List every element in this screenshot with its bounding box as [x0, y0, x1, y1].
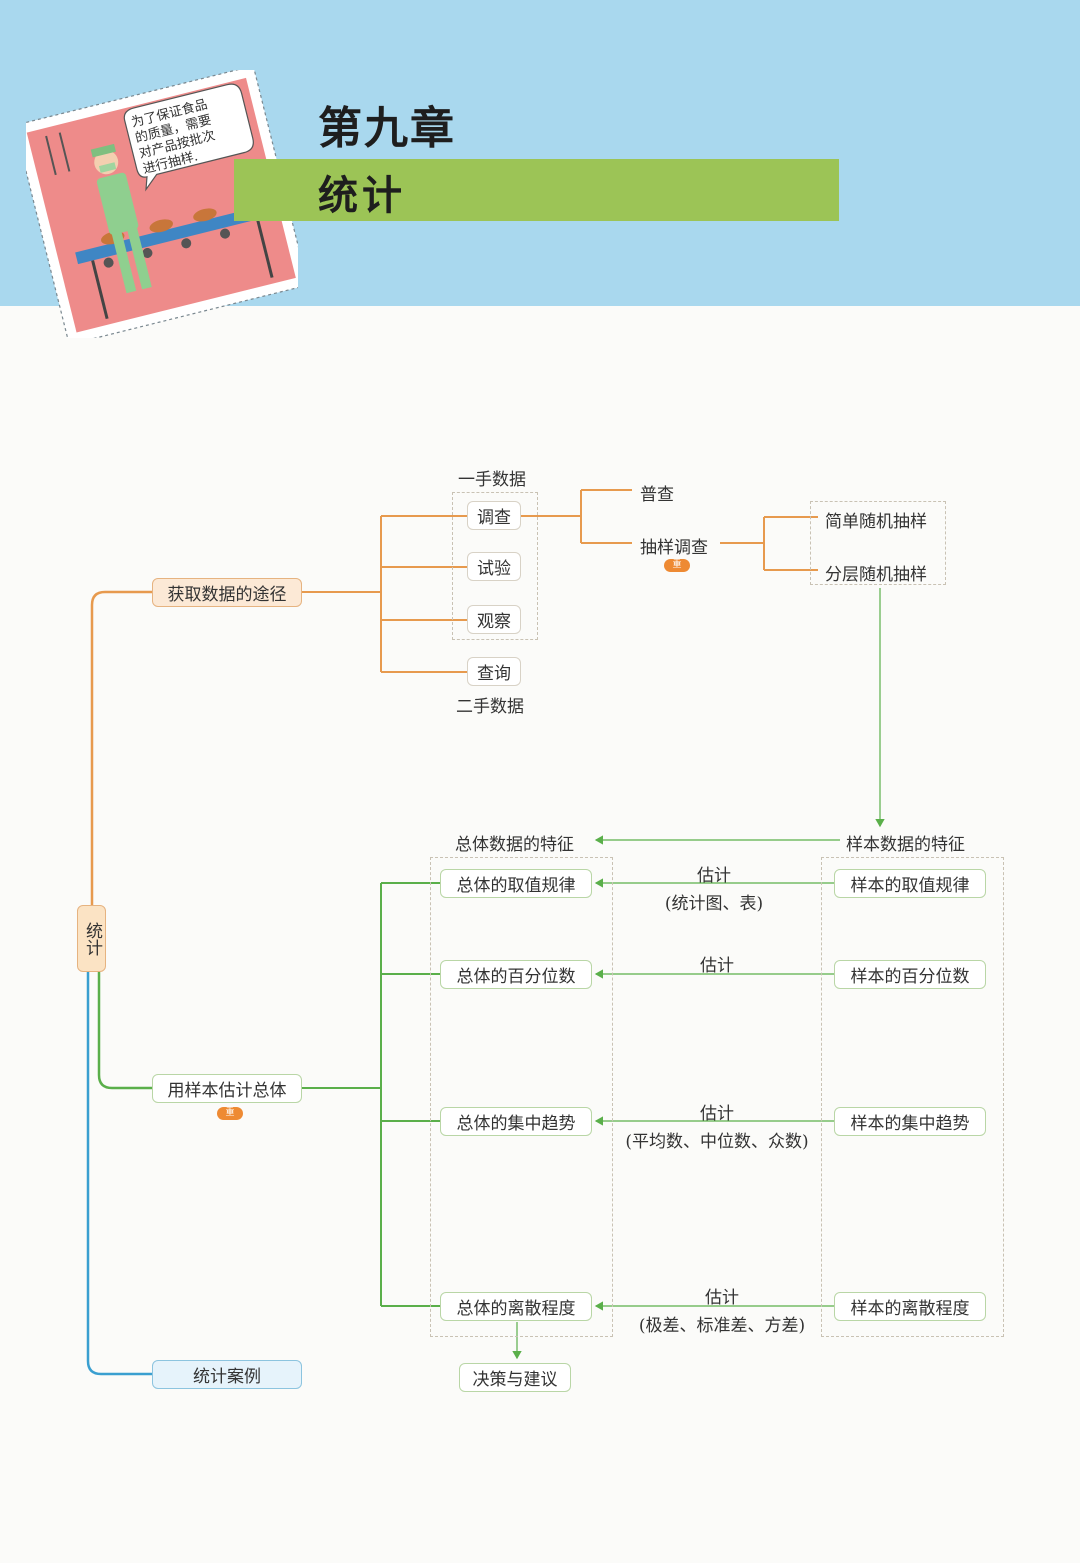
- estimate-note: (极差、标准差、方差): [638, 1316, 806, 1336]
- sample-item-label: 样本的取值规律: [850, 876, 970, 896]
- root-label: 统计: [82, 921, 102, 956]
- decision-label: 决策与建议: [472, 1370, 558, 1390]
- population-features-header: 总体数据的特征: [455, 835, 574, 855]
- population-distribution[interactable]: 总体的取值规律: [440, 869, 592, 898]
- method-survey[interactable]: 调查: [467, 501, 521, 530]
- population-central-tendency[interactable]: 总体的集中趋势: [440, 1107, 592, 1136]
- sample-item-label: 样本的离散程度: [850, 1299, 970, 1319]
- sample-percentile[interactable]: 样本的百分位数: [834, 960, 986, 989]
- sample-dispersion[interactable]: 样本的离散程度: [834, 1292, 986, 1321]
- method-query[interactable]: 查询: [467, 657, 521, 686]
- sample-features-header: 样本数据的特征: [846, 835, 965, 855]
- branch-statistics-cases[interactable]: 统计案例: [152, 1360, 302, 1389]
- branch-label: 用样本估计总体: [167, 1081, 287, 1101]
- first-hand-label: 一手数据: [458, 470, 526, 490]
- sampling-methods-group: [810, 501, 946, 585]
- population-group: [430, 857, 613, 1337]
- key-point-badge: 重: [664, 559, 690, 572]
- branch-sample-estimates-population[interactable]: 用样本估计总体: [152, 1074, 302, 1103]
- estimate-label: 估计: [697, 866, 731, 886]
- estimate-label: 估计: [705, 1288, 739, 1308]
- sample-group: [821, 857, 1004, 1337]
- population-item-label: 总体的取值规律: [456, 876, 576, 896]
- population-percentile[interactable]: 总体的百分位数: [440, 960, 592, 989]
- chapter-title: 统计: [318, 173, 406, 219]
- chapter-number: 第九章: [318, 103, 456, 154]
- sample-central-tendency[interactable]: 样本的集中趋势: [834, 1107, 986, 1136]
- simple-random-sampling: 简单随机抽样: [825, 512, 927, 532]
- key-point-badge: 重: [217, 1107, 243, 1120]
- method-observation[interactable]: 观察: [467, 605, 521, 634]
- method-label: 观察: [477, 612, 511, 632]
- population-item-label: 总体的集中趋势: [456, 1114, 576, 1134]
- population-dispersion[interactable]: 总体的离散程度: [440, 1292, 592, 1321]
- sample-item-label: 样本的集中趋势: [850, 1114, 970, 1134]
- branch-data-sources[interactable]: 获取数据的途径: [152, 578, 302, 607]
- census-label: 普查: [640, 485, 674, 505]
- method-label: 查询: [477, 664, 511, 684]
- first-hand-group: [452, 492, 538, 640]
- population-item-label: 总体的离散程度: [456, 1299, 576, 1319]
- estimate-note: (平均数、中位数、众数): [625, 1132, 809, 1152]
- method-label: 调查: [477, 508, 511, 528]
- method-experiment[interactable]: 试验: [467, 552, 521, 581]
- title-bar: [234, 159, 839, 221]
- estimate-note: (统计图、表): [664, 894, 764, 914]
- sampling-survey-label: 抽样调查: [640, 538, 708, 558]
- second-hand-label: 二手数据: [456, 697, 524, 717]
- decision-and-advice[interactable]: 决策与建议: [459, 1363, 571, 1392]
- branch-label: 统计案例: [193, 1367, 261, 1387]
- stratified-random-sampling: 分层随机抽样: [825, 565, 927, 585]
- sample-item-label: 样本的百分位数: [850, 967, 970, 987]
- estimate-label: 估计: [700, 1104, 734, 1124]
- method-label: 试验: [477, 559, 511, 579]
- root-node[interactable]: 统计: [77, 905, 106, 972]
- branch-label: 获取数据的途径: [167, 585, 287, 605]
- sample-distribution[interactable]: 样本的取值规律: [834, 869, 986, 898]
- estimate-label: 估计: [700, 956, 734, 976]
- population-item-label: 总体的百分位数: [456, 967, 576, 987]
